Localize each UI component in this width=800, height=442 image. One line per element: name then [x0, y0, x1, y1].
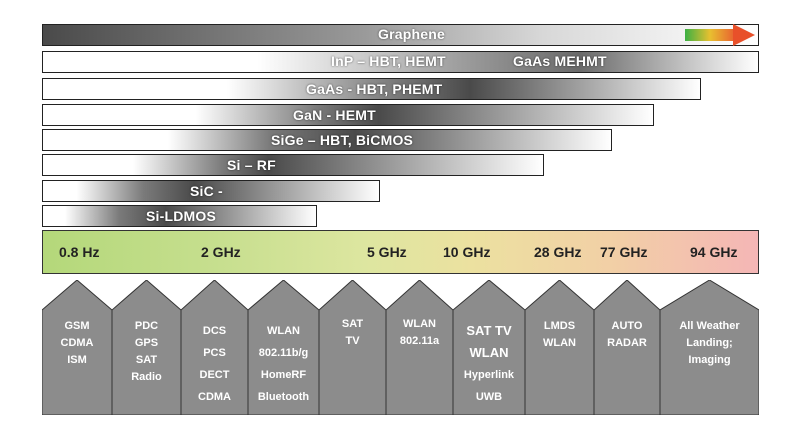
application-line: Landing;: [686, 337, 733, 349]
application-line: DCS: [202, 325, 227, 337]
frequency-label: 5 GHz: [367, 244, 407, 260]
pentagon-arrow-icon: [525, 280, 594, 415]
tech-label: Si – RF: [227, 157, 276, 173]
application-line: WLAN: [267, 325, 300, 337]
application-line: Imaging: [688, 354, 731, 366]
frequency-label: 94 GHz: [690, 244, 738, 260]
application-line: SAT TV: [466, 323, 512, 338]
application-line: DECT: [199, 369, 230, 381]
application-line: GPS: [134, 337, 159, 349]
tech-bar-inp: InP – HBT, HEMT GaAs MEHMT: [42, 51, 759, 73]
tech-label: SiC -: [190, 183, 223, 199]
pentagon-arrow-icon: [386, 280, 453, 415]
application-line: GSM: [64, 320, 90, 332]
application-line: LMDS: [543, 320, 576, 332]
tech-bar-gaas: GaAs - HBT, PHEMT: [42, 78, 701, 100]
tech-bar-sic: SiC -: [42, 180, 380, 202]
application-line: RADAR: [607, 337, 647, 349]
application-line: AUTO: [611, 320, 643, 332]
tech-label: InP – HBT, HEMT: [331, 53, 446, 69]
pentagon-arrow-icon: [319, 280, 386, 415]
application-line: SAT: [341, 318, 364, 330]
application-line: Radio: [131, 371, 162, 383]
application-line: 802.11b/g: [258, 347, 309, 359]
frequency-label: 28 GHz: [534, 244, 582, 260]
application-line: Bluetooth: [257, 391, 310, 403]
application-column: All Weather Landing; Imaging: [660, 280, 759, 415]
application-line: WLAN: [543, 337, 576, 349]
application-column: SAT TV: [319, 280, 386, 415]
frequency-label: 10 GHz: [443, 244, 491, 260]
application-column: LMDS WLAN: [525, 280, 594, 415]
application-line: Hyperlink: [463, 369, 515, 381]
frequency-label: 77 GHz: [600, 244, 648, 260]
pentagon-arrow-icon: [181, 280, 248, 415]
application-line: CDMA: [60, 337, 94, 349]
application-line: PDC: [134, 320, 159, 332]
application-line: All Weather: [679, 320, 740, 332]
application-column: WLAN 802.11a: [386, 280, 453, 415]
frequency-label: 0.8 Hz: [59, 244, 100, 260]
pentagon-arrow-icon: [42, 280, 112, 415]
arrow-head-icon: [733, 24, 755, 46]
application-line: TV: [345, 335, 360, 347]
tech-label: Graphene: [378, 26, 445, 42]
application-line: UWB: [475, 391, 503, 403]
pentagon-arrow-icon: [660, 280, 759, 415]
tech-label: Si-LDMOS: [146, 208, 217, 224]
application-column: SAT TV WLAN Hyperlink UWB: [453, 280, 525, 415]
application-line: WLAN: [469, 345, 509, 360]
tech-label: GaN - HEMT: [293, 107, 376, 123]
arrow-right-icon: [685, 29, 735, 41]
pentagon-arrow-icon: [453, 280, 525, 415]
tech-label: SiGe – HBT, BiCMOS: [271, 132, 414, 148]
frequency-label: 2 GHz: [201, 244, 241, 260]
tech-bar-sige: SiGe – HBT, BiCMOS: [42, 129, 612, 151]
tech-bar-si-rf: Si – RF: [42, 154, 544, 176]
application-line: WLAN: [403, 318, 436, 330]
pentagon-arrow-icon: [248, 280, 319, 415]
application-line: ISM: [67, 354, 87, 366]
tech-bar-gan: GaN - HEMT: [42, 104, 654, 126]
application-line: PCS: [203, 347, 226, 359]
applications-row: GSM CDMA ISM PDC GPS SAT Radio DCS PCS D…: [42, 280, 759, 415]
pentagon-arrow-icon: [112, 280, 181, 415]
application-column: DCS PCS DECT CDMA: [181, 280, 248, 415]
tech-label: GaAs - HBT, PHEMT: [306, 81, 443, 97]
application-line: HomeRF: [260, 369, 307, 381]
application-column: GSM CDMA ISM: [42, 280, 112, 415]
tech-bar-si-ldmos: Si-LDMOS: [42, 205, 317, 227]
application-column: WLAN 802.11b/g HomeRF Bluetooth: [248, 280, 319, 415]
application-column: AUTO RADAR: [594, 280, 660, 415]
tech-label-secondary: GaAs MEHMT: [513, 53, 607, 69]
application-column: PDC GPS SAT Radio: [112, 280, 181, 415]
application-line: 802.11a: [399, 335, 440, 347]
pentagon-arrow-icon: [594, 280, 660, 415]
frequency-band: 0.8 Hz 2 GHz 5 GHz 10 GHz 28 GHz 77 GHz …: [42, 230, 759, 274]
application-line: SAT: [135, 354, 158, 366]
tech-bar-graphene: Graphene: [42, 24, 759, 46]
application-line: CDMA: [198, 391, 231, 403]
